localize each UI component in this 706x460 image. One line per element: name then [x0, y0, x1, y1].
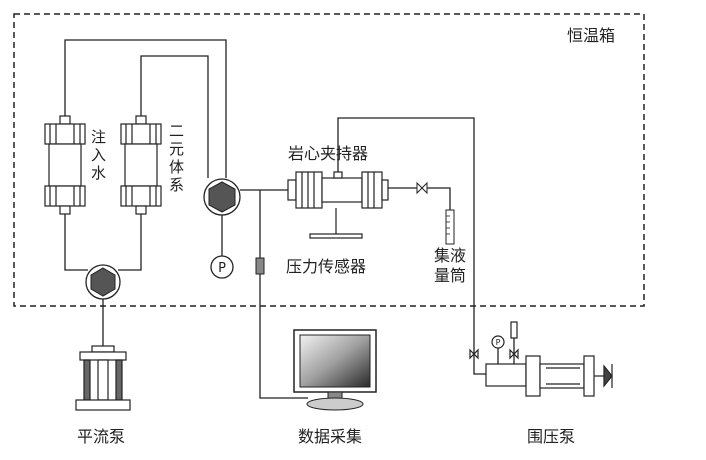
collection-cylinder-label: 集液量筒: [434, 246, 470, 286]
six-way-valve: [203, 178, 241, 216]
constant-flow-pump-label: 平流泵: [77, 427, 126, 446]
pressure-sensor-block: [255, 257, 265, 275]
pressure-gauge-symbol: P: [218, 261, 226, 276]
water-injection-cylinder: [44, 115, 86, 215]
outlet-valve: [416, 181, 428, 195]
collection-cylinder-text: 集液量筒: [434, 246, 467, 285]
thermostat-boundary: [13, 13, 645, 307]
thermostat-label: 恒温箱: [567, 26, 616, 45]
pressure-gauge: [210, 255, 234, 279]
water-injection-label: 注入水: [91, 128, 107, 182]
confining-gauge-symbol: P: [496, 338, 501, 347]
confining-pump: [469, 321, 613, 397]
pressure-sensor-label: 压力传感器: [286, 257, 367, 276]
collection-cylinder: [445, 209, 455, 245]
monitor: [293, 329, 377, 411]
binary-system-cylinder: [120, 115, 162, 215]
pump-stand: [75, 345, 131, 411]
confining-pump-label: 围压泵: [527, 427, 576, 446]
binary-system-label: 二元体系: [169, 122, 185, 194]
pump-valve: [85, 264, 121, 300]
core-holder: [287, 171, 389, 239]
piping: [64, 39, 515, 399]
core-holder-label: 岩心夹持器: [288, 144, 369, 163]
data-acquisition-label: 数据采集: [298, 427, 363, 446]
